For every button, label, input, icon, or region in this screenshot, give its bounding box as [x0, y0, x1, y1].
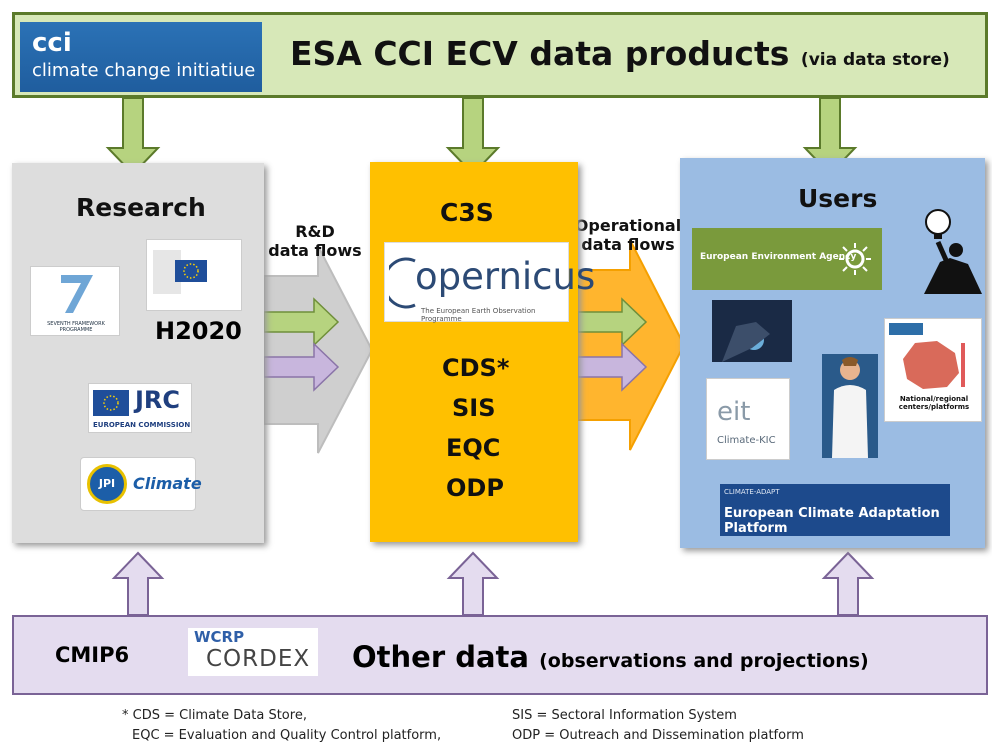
- fp7-seven-icon: [61, 275, 93, 313]
- doctor-icon: [832, 357, 868, 458]
- national-centers-logo: National/regional centers/platforms: [884, 318, 982, 422]
- h2020-label: H2020: [155, 317, 242, 345]
- research-heading: Research: [76, 193, 206, 222]
- jrc-sub: EUROPEAN COMMISSION: [93, 421, 191, 429]
- ec-building-icon: [153, 250, 207, 294]
- climate-adapt-banner: CLIMATE-ADAPT European Climate Adaptatio…: [720, 484, 950, 536]
- national-badge: [889, 323, 923, 335]
- jpi-climate-logo: JPI Climate: [80, 457, 202, 511]
- lightbulb-person-icon: [924, 209, 982, 294]
- cci-logo-title: cci: [32, 28, 72, 58]
- cci-logo-subtitle: climate change initiatiue: [32, 60, 256, 81]
- c3s-item-eqc: EQC: [446, 434, 501, 462]
- eit-text: eit: [717, 397, 751, 427]
- rd-purple-arrow: [263, 342, 340, 392]
- rd-flow-line2: data flows: [268, 241, 362, 260]
- rd-green-arrow: [263, 297, 340, 347]
- footnote-eqc: EQC = Evaluation and Quality Control pla…: [132, 728, 442, 743]
- esa-cci-title-sub: (via data store): [800, 50, 950, 70]
- op-big-arrow: [577, 239, 686, 451]
- other-data-title: Other data (observations and projections…: [352, 640, 869, 674]
- users-heading: Users: [798, 184, 878, 213]
- national-label: National/regional centers/platforms: [898, 395, 970, 411]
- jpi-climate-text: Climate: [133, 474, 202, 493]
- climate-kic-text: Climate-KIC: [717, 435, 776, 446]
- wcrp-text: WCRP: [194, 628, 245, 646]
- other-data-bar: [12, 615, 988, 695]
- esa-cci-title-main: ESA CCI ECV data products: [290, 34, 790, 73]
- esa-cci-title: ESA CCI ECV data products (via data stor…: [290, 34, 950, 73]
- op-flow-line2: data flows: [581, 235, 675, 254]
- c3s-heading: C3S: [440, 198, 494, 227]
- green-down-arrows: [105, 97, 858, 176]
- other-data-sub: (observations and projections): [539, 650, 869, 672]
- up-arrow-c3s: [446, 551, 500, 616]
- rd-flow-label: R&D data flows: [266, 222, 364, 260]
- copernicus-word: opernicus: [415, 255, 596, 298]
- climate-adapt-small: CLIMATE-ADAPT: [724, 488, 780, 496]
- eea-logo: European Environment Agency: [692, 228, 882, 290]
- eit-climate-kic-logo: eit Climate-KIC: [706, 378, 790, 460]
- c3s-item-cds: CDS*: [442, 354, 510, 382]
- eu-flag-icon: [93, 390, 129, 416]
- welder-icon: [722, 322, 770, 362]
- op-purple-arrow: [577, 342, 648, 392]
- welder-photo: [712, 300, 792, 362]
- down-arrow-research: [105, 97, 161, 176]
- fp7-label: SEVENTH FRAMEWORK PROGRAMME: [47, 321, 105, 333]
- up-arrow-users: [821, 551, 875, 616]
- ec-logo: [146, 239, 242, 311]
- copernicus-subtitle: The European Earth Observation Programme: [421, 307, 536, 323]
- c3s-item-sis: SIS: [452, 394, 496, 422]
- jpi-badge: JPI: [87, 464, 127, 504]
- footnote-cds: * CDS = Climate Data Store,: [122, 708, 307, 723]
- cci-logo: cci climate change initiatiue: [20, 22, 262, 92]
- fp7-logo: SEVENTH FRAMEWORK PROGRAMME: [30, 266, 120, 336]
- purple-up-arrows: [111, 551, 875, 616]
- eea-sun-icon: [839, 243, 871, 275]
- up-arrow-research: [111, 551, 165, 616]
- op-green-arrow: [577, 297, 648, 347]
- op-flow-line1: Operational: [574, 216, 682, 235]
- jrc-text: JRC: [135, 386, 181, 414]
- copernicus-c-icon: [389, 257, 416, 309]
- cordex-text: CORDEX: [206, 646, 311, 672]
- op-flow-label: Operational data flows: [572, 216, 684, 254]
- footnote-sis: SIS = Sectoral Information System: [512, 708, 737, 723]
- climate-adapt-text: European Climate Adaptation Platform: [724, 506, 940, 536]
- cordex-logo: WCRP CORDEX: [188, 628, 318, 676]
- other-data-main: Other data: [352, 640, 529, 674]
- down-arrow-c3s: [445, 97, 501, 176]
- jrc-logo: JRC EUROPEAN COMMISSION: [88, 383, 192, 433]
- c3s-item-odp: ODP: [446, 474, 504, 502]
- footnote-odp: ODP = Outreach and Dissemination platfor…: [512, 728, 804, 743]
- rd-flow-line1: R&D: [295, 222, 335, 241]
- doctor-photo: [822, 354, 878, 458]
- copernicus-logo: opernicus The European Earth Observation…: [384, 242, 595, 323]
- eea-label: European Environment Agency: [700, 252, 857, 262]
- c3s-panel: [370, 162, 578, 542]
- cmip6-label: CMIP6: [55, 643, 130, 667]
- france-map-icon: [903, 341, 965, 389]
